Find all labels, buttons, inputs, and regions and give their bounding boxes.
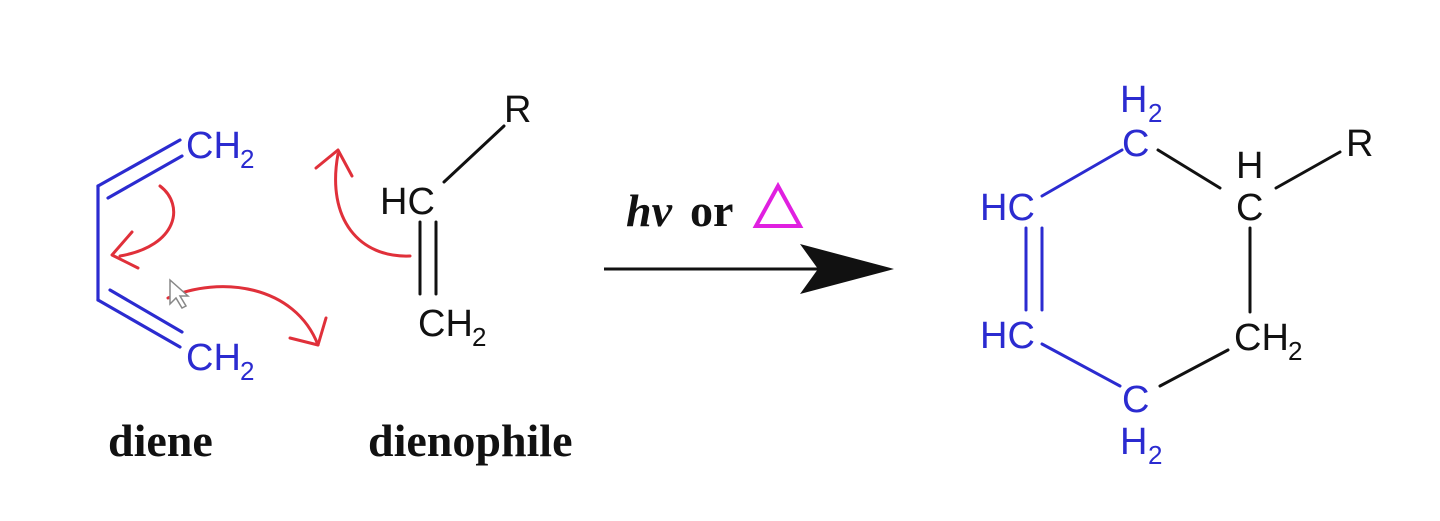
dienophile-ch: CH (418, 303, 473, 345)
reaction-arrow-head (800, 244, 894, 294)
product-ch-h: H (1236, 145, 1263, 187)
product-ch-c: C (1236, 187, 1263, 229)
dienophile-labels: R HC CH 2 (380, 89, 531, 352)
curved-arrow-dienophile-head (314, 148, 354, 178)
product-r: R (1346, 123, 1373, 165)
dienophile-r: R (504, 89, 531, 131)
diene-bond-top-2 (106, 154, 184, 200)
diene-bottom-sub: 2 (240, 356, 254, 386)
dienophile-bond-r (442, 124, 506, 184)
product-top-c: C (1122, 123, 1149, 165)
caption-diene: diene (108, 415, 213, 466)
condition-or: or (690, 185, 733, 236)
product-hc-lower: HC (980, 315, 1035, 357)
diene-bottom-ch: CH (186, 337, 241, 379)
condition-hv: hv (626, 185, 673, 236)
curved-arrow-dienophile (334, 152, 412, 258)
diene-structure (96, 138, 184, 349)
curved-arrow-diene-bottom-head (288, 316, 328, 347)
product-top-h: H (1120, 79, 1147, 121)
dienophile-hc: HC (380, 181, 435, 223)
dienophile-sub: 2 (472, 322, 486, 352)
product-bottom-sub: 2 (1148, 440, 1162, 470)
diene-top-ch: CH (186, 125, 241, 167)
product-hc-upper: HC (980, 187, 1035, 229)
product-labels-blue: H 2 C HC HC C H 2 (980, 79, 1162, 470)
product-bond-ch-r (1274, 150, 1342, 190)
diene-bond-bottom-1 (96, 298, 182, 349)
delta-triangle-icon (752, 181, 804, 228)
curved-arrows (110, 148, 412, 347)
product-top-sub: 2 (1148, 98, 1162, 128)
product-bond-ch2-bottom (1158, 348, 1230, 388)
product-bottom-h: H (1120, 421, 1147, 463)
product-labels-black: H C R CH 2 (1234, 123, 1373, 366)
product-bond-top-ch (1156, 148, 1222, 190)
mouse-cursor-icon (169, 278, 190, 309)
diene-top-sub: 2 (240, 144, 254, 174)
product-bond-hc-ch2-top (1040, 148, 1124, 198)
dienophile-structure (418, 124, 506, 296)
diene-labels: CH 2 CH 2 (186, 125, 254, 386)
product-bonds-black (1156, 148, 1342, 388)
product-bonds-blue (1024, 148, 1124, 388)
curved-arrow-diene-top (118, 184, 176, 258)
reaction-arrow (604, 244, 894, 294)
product-bottom-c: C (1122, 379, 1149, 421)
diene-bond-top-1 (96, 138, 182, 188)
diene-bond-bottom-2 (108, 288, 184, 334)
curved-arrow-diene-bottom (166, 285, 320, 347)
product-ch2-sub: 2 (1288, 336, 1302, 366)
caption-dienophile: dienophile (368, 415, 573, 466)
product-bond-hc-ch2-bottom (1040, 342, 1122, 388)
product-ch2-ch: CH (1234, 317, 1289, 359)
curved-arrow-diene-top-head (110, 230, 140, 270)
